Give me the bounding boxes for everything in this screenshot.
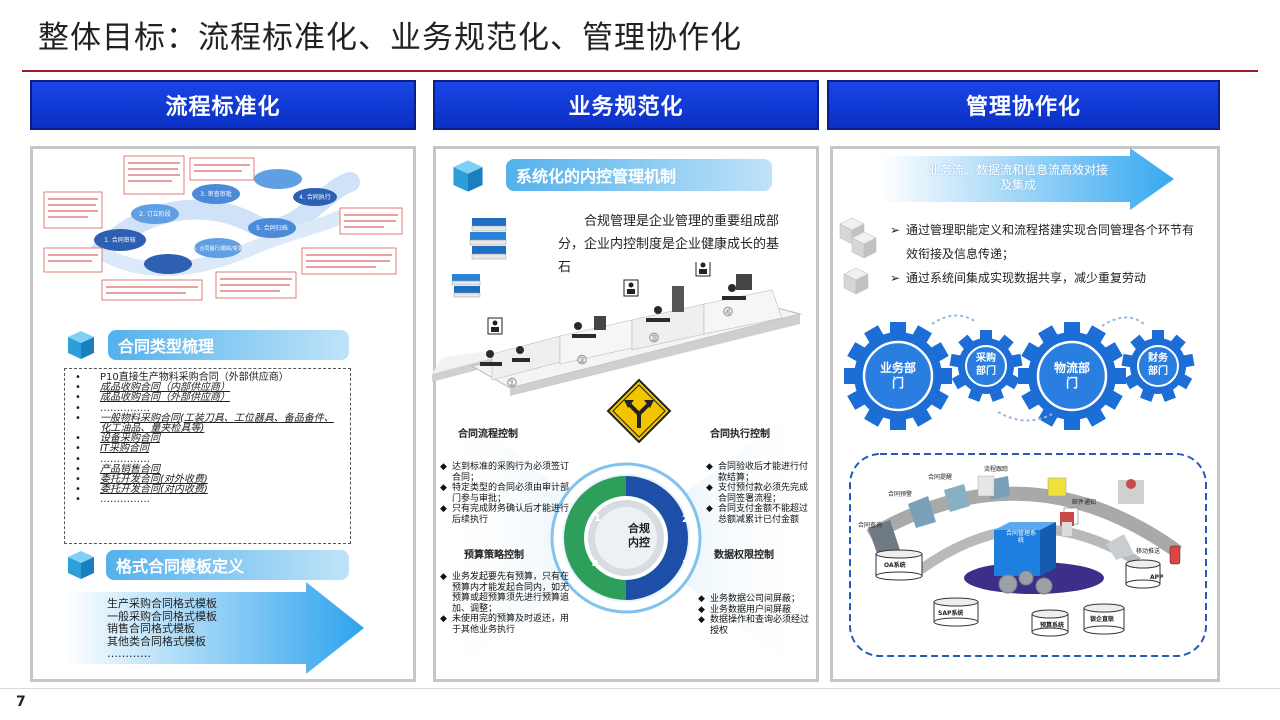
- stair-number: ②: [577, 353, 588, 367]
- quadrant-title: 合同执行控制: [710, 425, 770, 440]
- system-label: 流程跟踪: [984, 464, 1008, 473]
- title-divider: [22, 70, 1258, 72]
- stair-number: ①: [507, 376, 518, 390]
- process-step-label: 6. 合同履行/跟踪/变更: [193, 245, 243, 252]
- list-item: ◆业务数据用户间屏蔽: [698, 605, 810, 616]
- process-step-label: 5. 合同归档: [256, 224, 288, 232]
- integration-arrow-text: 业务流、数据流和信息流高效对接及集成: [926, 163, 1110, 193]
- page-title: 整体目标：流程标准化、业务规范化、管理协作化: [38, 12, 742, 57]
- segment-number: 2: [682, 514, 689, 525]
- system-integration-diagram: [848, 452, 1208, 658]
- list-item: ◆只有完成财务确认后才能进行后续执行: [440, 504, 574, 525]
- system-label: 合同提醒: [928, 472, 952, 481]
- gear-label: 业务部门: [880, 361, 916, 391]
- quadrant-list: ◆合同验收后才能进行付款结算； ◆支付预付款必须先完成合同签署流程； ◆合同支付…: [706, 462, 810, 525]
- contract-type: ……………: [100, 494, 150, 505]
- center-label: 合规内控: [624, 522, 654, 550]
- template-list: 生产采购合同格式模板 一般采购合同格式模板 销售合同格式模板 其他类合同格式模板…: [107, 598, 217, 661]
- process-step-label: 3. 审查审批: [200, 190, 232, 198]
- gear-label: 采购部门: [972, 352, 1000, 378]
- list-item: ◆数据操作和查询必须经过授权: [698, 615, 810, 636]
- cube-icon: [64, 328, 98, 362]
- system-label: 合同管理系统: [1006, 530, 1036, 544]
- list-item: ◆业务数据公司间屏蔽；: [698, 594, 810, 605]
- system-label: 邮件通知: [1072, 497, 1096, 506]
- list-item: ◆支付预付款必须先完成合同签署流程；: [706, 483, 810, 504]
- list-item: ◆业务发起要先有预算，只有在预算内才能发起合同内，如无预算或超预算须先进行预算追…: [440, 572, 574, 614]
- list-item: ◆合同支付金额不能超过总额减累计已付金额: [706, 504, 810, 525]
- system-label: SAP系统: [938, 608, 963, 617]
- quadrant-list: ◆达到标准的采购行为必须签订合同； ◆特定类型的合同必须由审计部门参与审批； ◆…: [440, 462, 574, 525]
- list-item: ◆合同验收后才能进行付款结算；: [706, 462, 810, 483]
- page-number: 7: [16, 694, 26, 710]
- quadrant-list: ◆业务数据公司间屏蔽； ◆业务数据用户间屏蔽 ◆数据操作和查询必须经过授权: [698, 594, 810, 636]
- segment-number: 1: [594, 513, 601, 524]
- quadrant-list: ◆业务发起要先有预算，只有在预算内才能发起合同内，如无预算或超预算须先进行预算追…: [440, 572, 574, 635]
- list-item: ◆特定类型的合同必须由审计部门参与审批；: [440, 483, 574, 504]
- management-bullets: ➢通过管理职能定义和流程搭建实现合同管理各个环节有效衔接及信息传递； ➢通过系统…: [890, 218, 1198, 290]
- mechanism-title: 系统化的内控管理机制: [506, 159, 772, 191]
- system-label: 合同查询: [858, 520, 882, 529]
- process-step-label: 4. 合同执行: [299, 193, 331, 201]
- stair-number: ④: [723, 305, 734, 319]
- system-label: 移动推送: [1136, 546, 1160, 555]
- footer-divider: [0, 688, 1280, 689]
- column-header-management: 管理协作化: [827, 80, 1220, 130]
- gear-label: 财务部门: [1144, 352, 1172, 378]
- system-label: APP: [1150, 574, 1163, 581]
- process-step-label: 2. 订立阶段: [139, 210, 171, 218]
- list-item: 生产采购合同格式模板: [107, 598, 217, 611]
- segment-number: 4: [592, 559, 599, 570]
- list-item: ➢通过系统间集成实现数据共享，减少重复劳动: [890, 266, 1198, 290]
- list-item: ➢通过管理职能定义和流程搭建实现合同管理各个环节有效衔接及信息传递；: [890, 218, 1198, 266]
- column-header-process: 流程标准化: [30, 80, 416, 130]
- cube-icon: [64, 548, 98, 582]
- stair-number: ③: [649, 331, 660, 345]
- boxes-icon: [836, 210, 882, 304]
- gear-label: 物流部门: [1054, 361, 1090, 391]
- quadrant-title: 数据权限控制: [714, 546, 774, 561]
- contract-type-list: • P10直接生产物料采购合同（外部供应商） • 成品收购合同（内部供应商） •…: [64, 368, 351, 544]
- contract-types-title: 合同类型梳理: [108, 330, 349, 360]
- staircase-illustration: ① ② ③ ④: [432, 262, 822, 397]
- template-title: 格式合同模板定义: [106, 550, 349, 580]
- cube-icon: [449, 157, 487, 195]
- process-step-label: 1. 合同审核: [104, 236, 136, 244]
- system-label: 合同预警: [888, 489, 912, 498]
- segment-number: 3: [682, 559, 689, 570]
- list-item: ◆达到标准的采购行为必须签订合同；: [440, 462, 574, 483]
- system-label: 预算系统: [1040, 620, 1064, 629]
- system-label: OA系统: [884, 560, 906, 569]
- list-item: 销售合同格式模板: [107, 623, 217, 636]
- list-item: • ……………: [75, 495, 350, 505]
- list-item: …………: [107, 648, 217, 661]
- quadrant-title: 合同流程控制: [458, 425, 518, 440]
- system-label: 银企直联: [1090, 614, 1114, 623]
- process-flow-diagram: 1. 合同审核 2. 订立阶段 3. 审查审批 4. 合同执行 5. 合同归档 …: [40, 152, 406, 304]
- column-header-business: 业务规范化: [433, 80, 819, 130]
- list-item: ◆未使用完的预算及时返还，用于其他业务执行: [440, 614, 574, 635]
- quadrant-title: 预算策略控制: [464, 546, 524, 561]
